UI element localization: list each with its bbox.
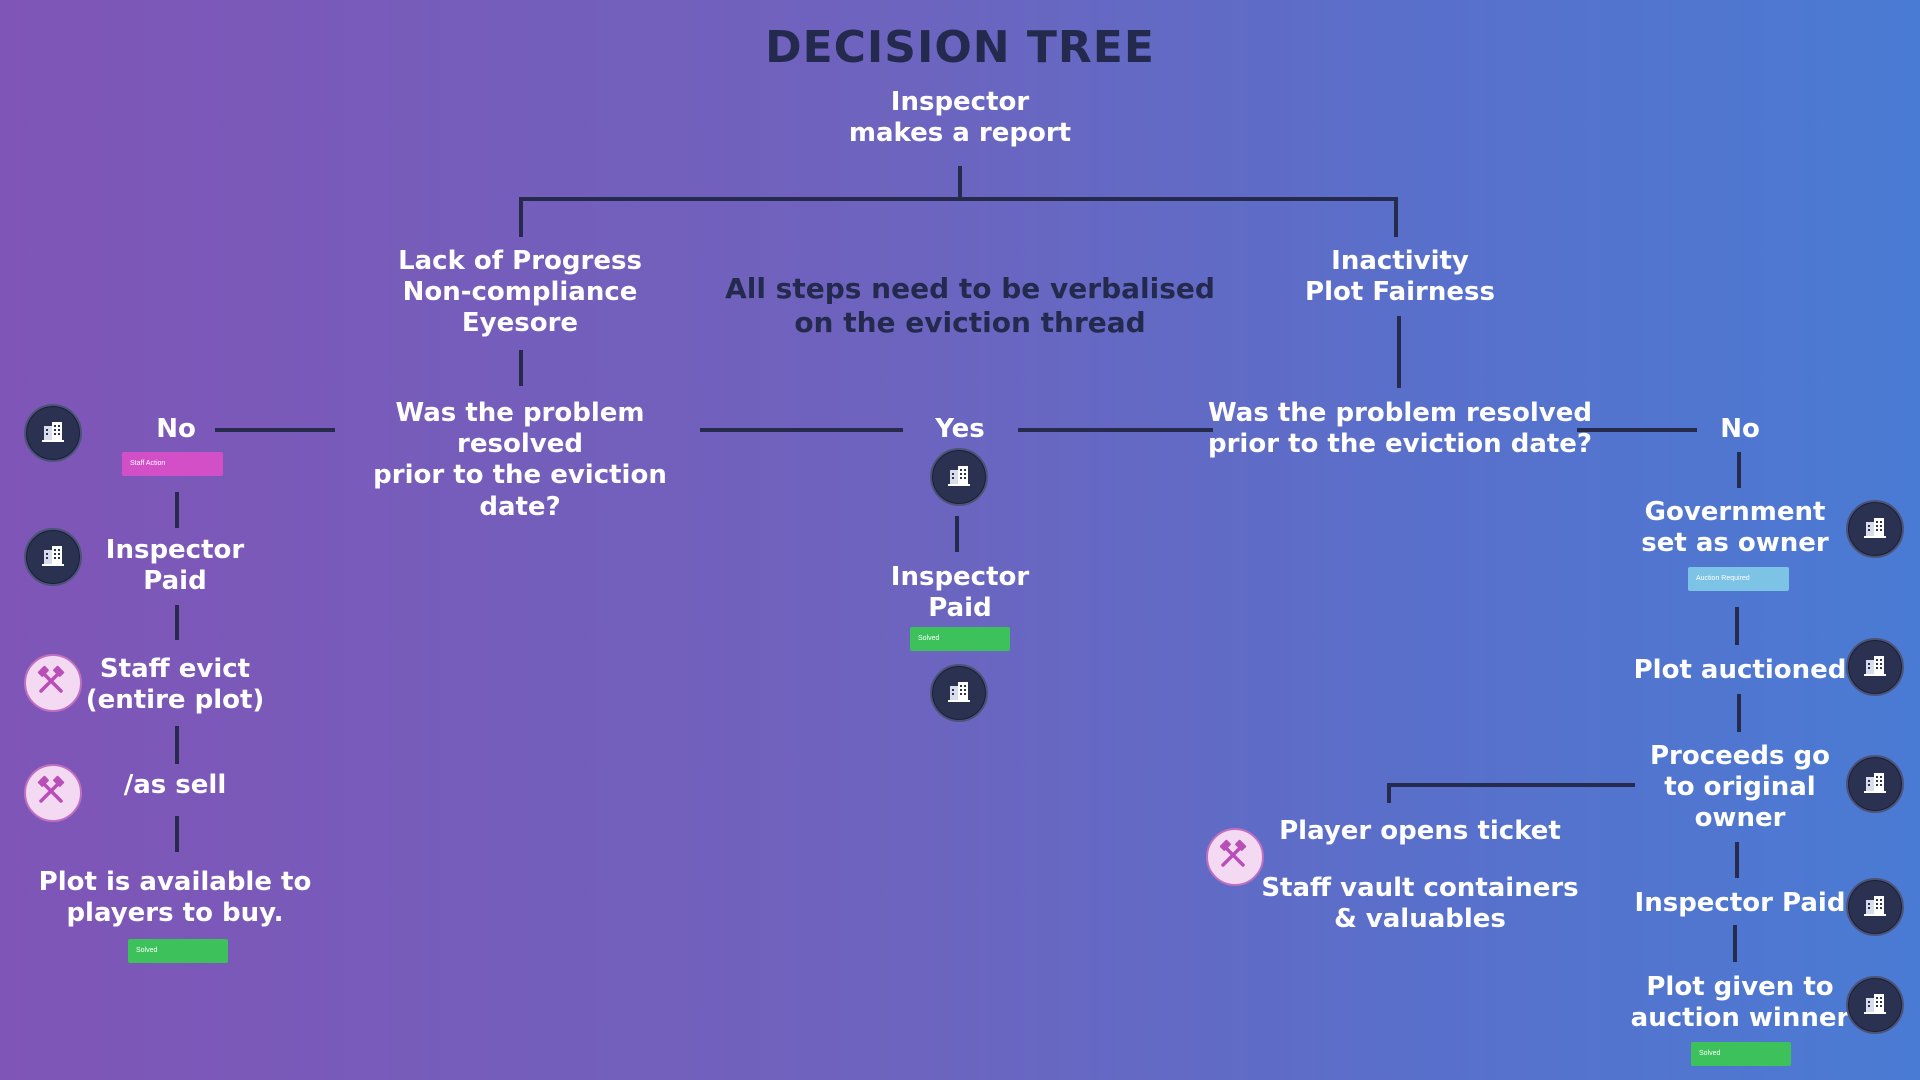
connector xyxy=(175,726,179,764)
connector xyxy=(1577,428,1697,432)
inspector-badge-icon xyxy=(1846,755,1904,813)
left-staff-evict: Staff evict (entire plot) xyxy=(85,654,265,716)
solved-tag: Solved xyxy=(1691,1042,1791,1066)
page-title: DECISION TREE xyxy=(765,22,1155,73)
inspector-badge-icon xyxy=(1846,976,1904,1034)
connector xyxy=(955,516,959,552)
right-categories: Inactivity Plot Fairness xyxy=(1305,246,1495,308)
connector xyxy=(1735,842,1739,878)
connector xyxy=(1387,783,1635,787)
solved-tag: Solved xyxy=(910,627,1010,651)
connector xyxy=(519,197,523,237)
connector xyxy=(1397,316,1401,388)
connector xyxy=(1387,783,1391,803)
inspector-badge-icon xyxy=(24,528,82,586)
right-no-label: No xyxy=(1720,414,1760,444)
left-no-label: No xyxy=(156,414,196,444)
left-as-sell: /as sell xyxy=(123,770,227,800)
right-staff-vault: Staff vault containers & valuables xyxy=(1261,873,1579,935)
left-plot-available: Plot is available to players to buy. xyxy=(38,867,312,929)
center-inspector-paid: Inspector Paid xyxy=(890,562,1030,624)
staff-hammers-icon xyxy=(24,764,82,822)
connector xyxy=(175,816,179,852)
root-node: Inspector makes a report xyxy=(848,87,1072,149)
verbalise-note: All steps need to be verbalised on the e… xyxy=(725,272,1215,339)
inspector-badge-icon xyxy=(930,448,988,506)
staff-action-tag: Staff Action xyxy=(122,452,223,476)
connector xyxy=(1737,452,1741,488)
inspector-badge-icon xyxy=(24,404,82,462)
connector xyxy=(1394,197,1398,237)
inspector-badge-icon xyxy=(1846,878,1904,936)
center-yes-label: Yes xyxy=(935,414,985,444)
inspector-badge-icon xyxy=(1846,638,1904,696)
staff-hammers-icon xyxy=(24,654,82,712)
left-inspector-paid: Inspector Paid xyxy=(105,535,245,597)
connector xyxy=(519,350,523,386)
right-plot-auctioned: Plot auctioned xyxy=(1633,655,1847,685)
connector xyxy=(175,492,179,528)
right-plot-given: Plot given to auction winner xyxy=(1630,972,1850,1034)
right-question: Was the problem resolved prior to the ev… xyxy=(1207,398,1593,460)
connector xyxy=(519,197,1398,201)
connector xyxy=(1733,925,1737,962)
connector xyxy=(1737,694,1741,732)
connector xyxy=(1735,607,1739,645)
right-inspector-paid: Inspector Paid xyxy=(1634,888,1846,918)
connector xyxy=(175,605,179,640)
solved-tag: Solved xyxy=(128,939,228,963)
right-proceeds: Proceeds go to original owner xyxy=(1649,741,1831,834)
right-player-ticket: Player opens ticket xyxy=(1279,816,1561,846)
connector xyxy=(700,428,903,432)
left-question: Was the problem resolved prior to the ev… xyxy=(373,398,667,522)
connector xyxy=(215,428,335,432)
left-categories: Lack of Progress Non-compliance Eyesore xyxy=(398,246,642,339)
connector xyxy=(958,166,962,200)
auction-required-tag: Auction Required xyxy=(1688,567,1789,591)
inspector-badge-icon xyxy=(930,664,988,722)
connector xyxy=(1018,428,1213,432)
inspector-badge-icon xyxy=(1846,500,1904,558)
staff-hammers-icon xyxy=(1206,828,1264,886)
right-government: Government set as owner xyxy=(1641,497,1829,559)
